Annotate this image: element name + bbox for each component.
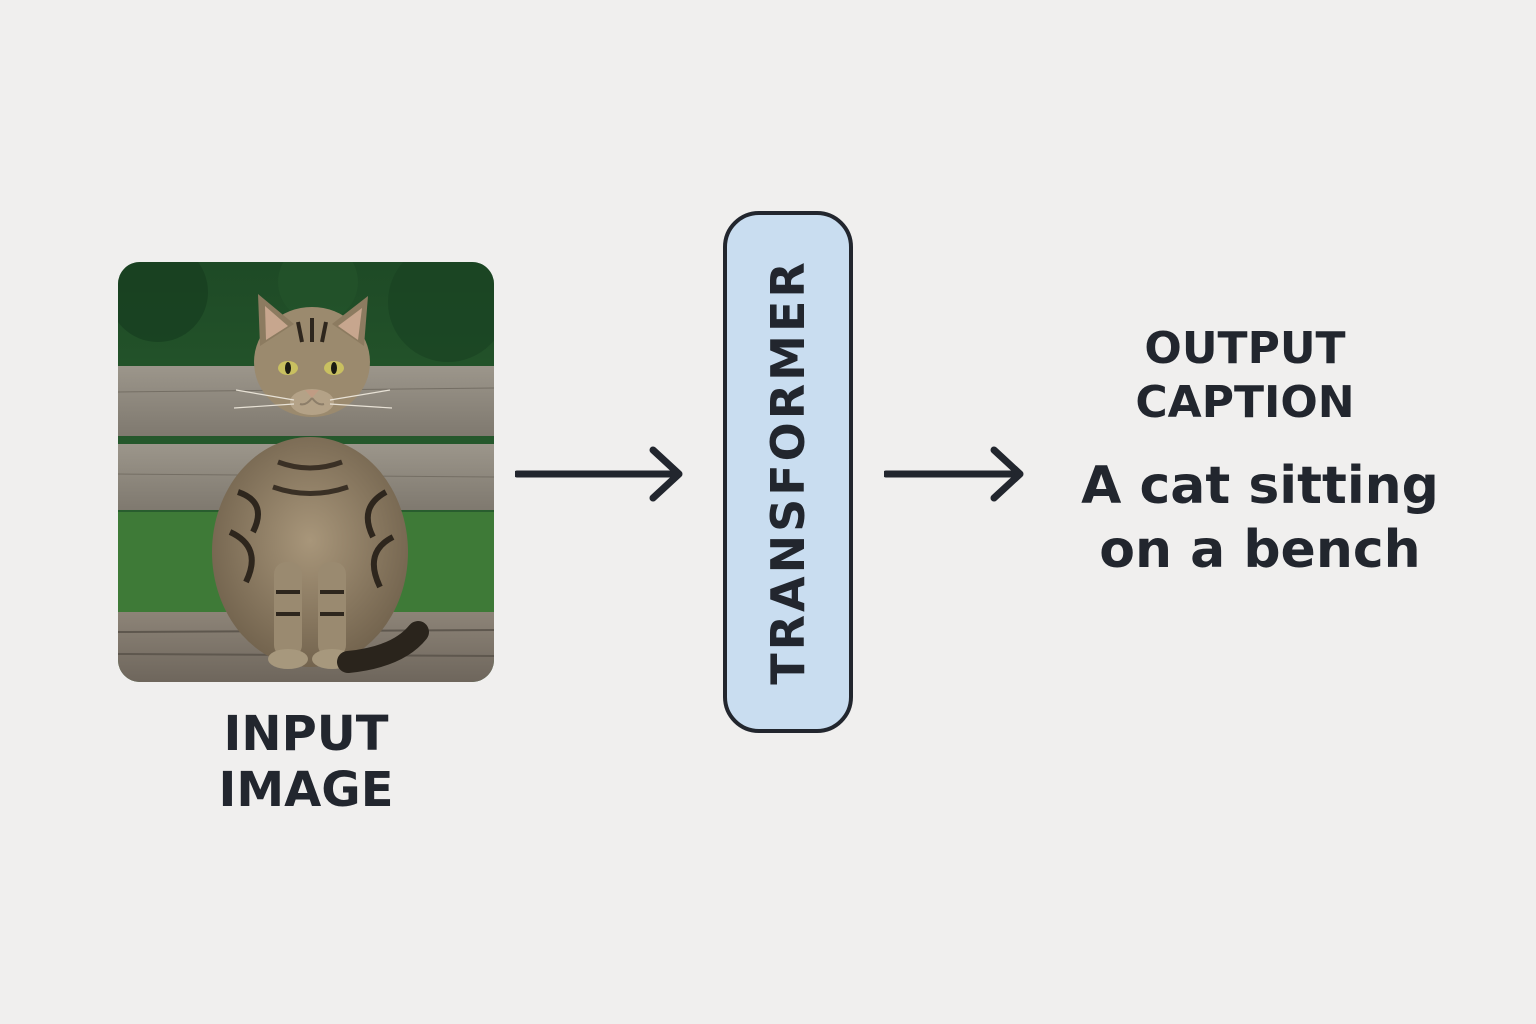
cat-photo xyxy=(118,262,494,682)
input-label-line1: INPUT xyxy=(223,706,389,762)
transformer-block: TRANSFORMER xyxy=(723,211,853,733)
output-title-line2: CAPTION xyxy=(1135,377,1355,428)
output-title-line1: OUTPUT xyxy=(1144,323,1346,374)
caption-line2: on a bench xyxy=(1099,520,1421,580)
input-label-line2: IMAGE xyxy=(218,762,394,818)
arrow-input-to-transformer xyxy=(515,446,683,502)
output-caption-title: OUTPUT CAPTION xyxy=(1095,322,1395,430)
output-caption-text: A cat sitting on a bench xyxy=(1060,454,1460,582)
arrow-transformer-to-output xyxy=(884,446,1024,502)
input-image xyxy=(118,262,494,682)
input-image-label: INPUT IMAGE xyxy=(118,706,494,818)
caption-line1: A cat sitting xyxy=(1081,456,1439,516)
transformer-label: TRANSFORMER xyxy=(761,259,815,685)
